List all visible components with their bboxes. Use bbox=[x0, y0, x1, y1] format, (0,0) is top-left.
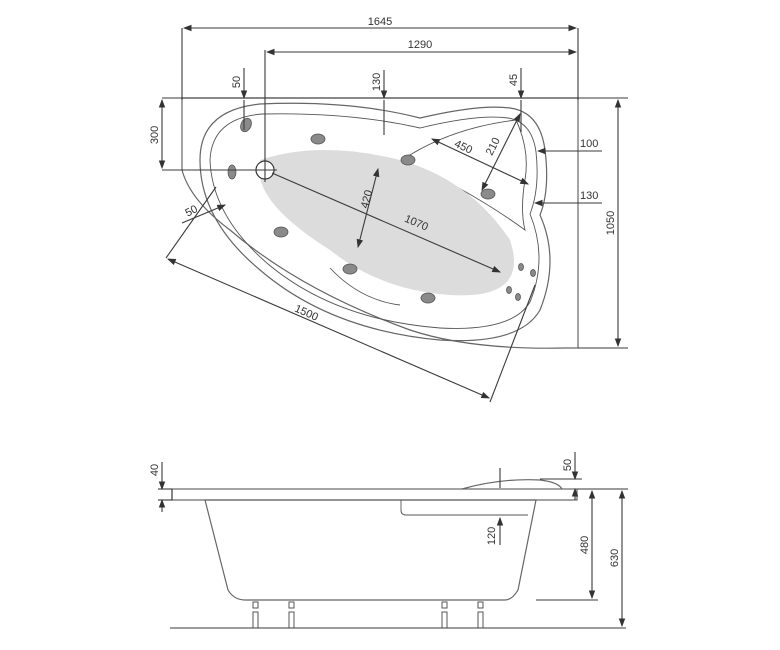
dim-headrest-rim: 45 bbox=[508, 74, 520, 86]
dim-diagonal-length: 1500 bbox=[293, 303, 320, 324]
tub-feet bbox=[252, 601, 484, 629]
tub-body bbox=[204, 499, 537, 601]
dim-top-rim: 130 bbox=[371, 73, 383, 91]
jet bbox=[240, 117, 252, 133]
dim-basin-width: 420 bbox=[359, 189, 375, 210]
jet bbox=[506, 286, 512, 294]
jet bbox=[480, 188, 496, 200]
dim-overall-depth: 1050 bbox=[605, 211, 617, 235]
jet bbox=[530, 269, 536, 277]
jet bbox=[273, 226, 289, 238]
jet bbox=[342, 263, 358, 275]
jet bbox=[227, 164, 237, 180]
tub-rim bbox=[171, 488, 578, 501]
jet bbox=[518, 263, 524, 271]
side-view: 40 50 120 480 630 bbox=[149, 452, 628, 629]
jet bbox=[420, 292, 436, 304]
dim-headrest-depth-side: 120 bbox=[486, 527, 498, 545]
dim-total-height: 630 bbox=[609, 549, 621, 567]
dim-tub-height: 480 bbox=[579, 536, 591, 554]
dim-left-rim: 50 bbox=[231, 76, 243, 88]
dim-overall-width: 1645 bbox=[368, 16, 392, 28]
top-view: 1645 1290 50 130 45 300 100 130 10 bbox=[149, 16, 628, 403]
jet bbox=[515, 293, 521, 301]
dim-rim-thickness: 40 bbox=[149, 464, 161, 476]
dim-inner-width: 1290 bbox=[408, 39, 432, 51]
dim-right-rim-lower: 130 bbox=[580, 190, 598, 202]
dim-headrest-height: 50 bbox=[562, 459, 574, 471]
dim-right-rim-upper: 100 bbox=[580, 138, 598, 150]
jet bbox=[400, 154, 416, 166]
dim-drain-offset: 300 bbox=[149, 126, 161, 144]
jet bbox=[310, 133, 326, 145]
headrest-profile bbox=[461, 479, 563, 490]
dim-headrest-length: 450 bbox=[452, 138, 474, 157]
